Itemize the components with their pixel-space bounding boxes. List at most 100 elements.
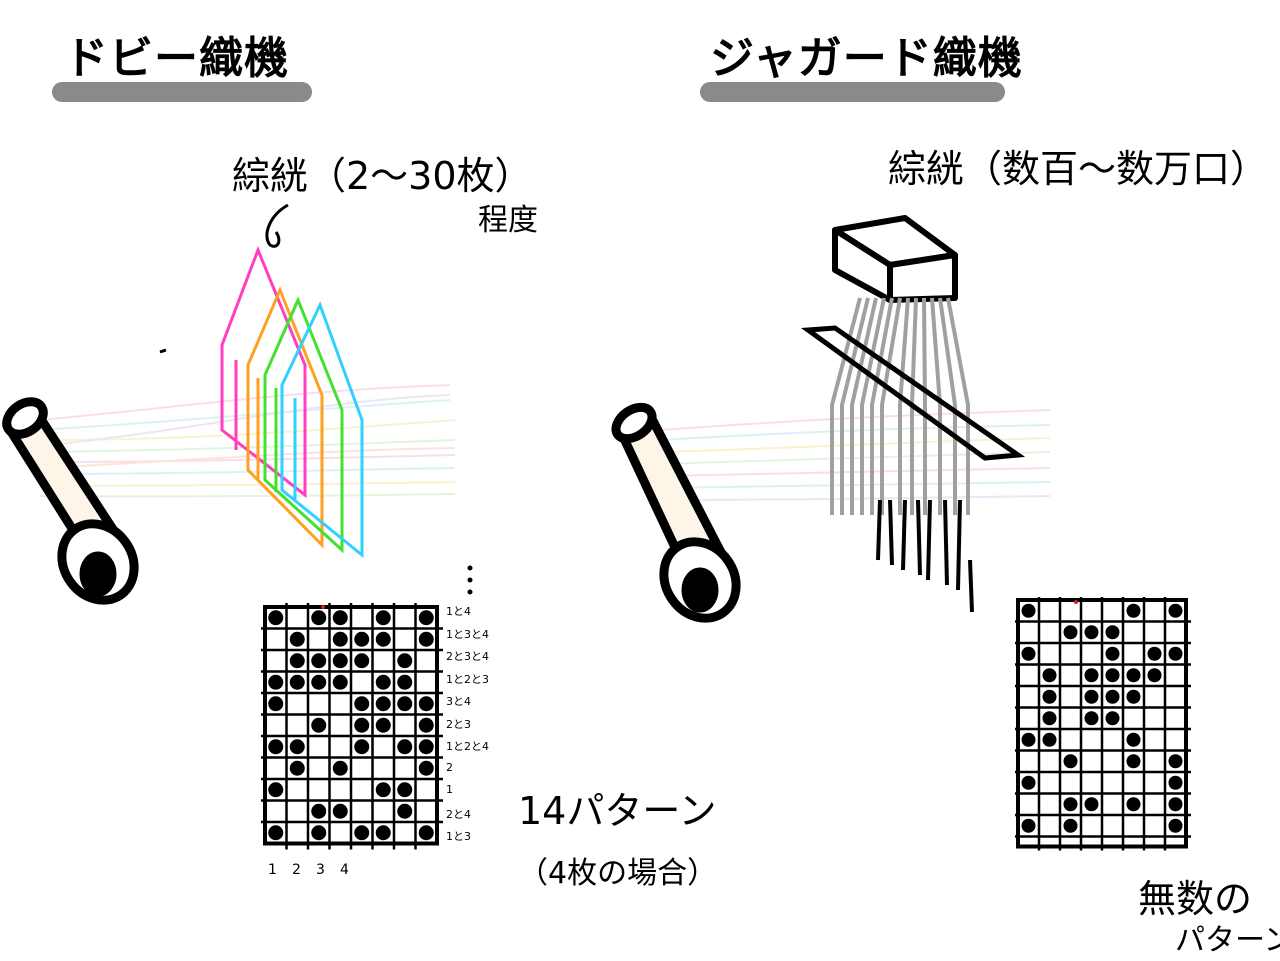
- harness-cord: [938, 297, 957, 515]
- jacquard-head: [832, 215, 958, 303]
- left-heddle-note: 程度: [478, 203, 538, 238]
- pattern-dot: [418, 717, 434, 733]
- harness-cord: [830, 297, 862, 515]
- jacquard-harness-cords: [830, 297, 974, 613]
- grid-row-label: 2と4: [446, 807, 471, 821]
- pattern-dot: [1105, 689, 1120, 704]
- pattern-dot: [311, 825, 327, 841]
- pattern-dot: [1084, 711, 1099, 726]
- pattern-dot: [1084, 668, 1099, 683]
- pattern-dot: [418, 696, 434, 712]
- pattern-dot: [289, 760, 305, 776]
- pattern-dot: [311, 674, 327, 690]
- harness-weight: [876, 499, 882, 561]
- red-mark: [1074, 600, 1078, 604]
- pattern-dot: [418, 739, 434, 755]
- pattern-dot: [1126, 603, 1141, 618]
- harness-cord: [946, 297, 970, 515]
- pattern-dot: [418, 760, 434, 776]
- pattern-dot: [1147, 646, 1162, 661]
- pattern-dot: [1168, 646, 1183, 661]
- pattern-dot: [1168, 754, 1183, 769]
- pattern-dot: [268, 825, 284, 841]
- pattern-dot: [1168, 775, 1183, 790]
- grid-row-label: 3と4: [446, 695, 471, 708]
- jacquard-comber-board: [800, 325, 1026, 461]
- grid-row-label: 1と3: [446, 830, 471, 843]
- pattern-dot: [1084, 625, 1099, 640]
- pattern-dot: [1126, 689, 1141, 704]
- grid-row-label: 2と3と4: [446, 650, 489, 663]
- pattern-dot: [1084, 689, 1099, 704]
- pattern-dot: [289, 653, 305, 669]
- harness-cord: [860, 297, 886, 515]
- pattern-dot: [1126, 754, 1141, 769]
- pattern-dot: [289, 674, 305, 690]
- pattern-dot: [289, 631, 305, 647]
- pattern-dot: [1105, 668, 1120, 683]
- pattern-dot: [332, 760, 348, 776]
- pattern-dot: [354, 739, 370, 755]
- pattern-dot: [1105, 711, 1120, 726]
- harness-weight: [926, 499, 932, 581]
- pattern-dot: [332, 610, 348, 626]
- left-title-underline: [52, 82, 312, 102]
- harness-cord: [840, 297, 870, 515]
- right-pattern-label-1: 無数の: [1138, 877, 1253, 921]
- pattern-dot: [1063, 754, 1078, 769]
- pattern-dot: [1021, 646, 1036, 661]
- red-mark: [321, 605, 325, 609]
- harness-cord: [850, 297, 878, 515]
- pattern-dot: [1021, 603, 1036, 618]
- harness-cord: [922, 297, 927, 515]
- pattern-dot: [1168, 797, 1183, 812]
- pattern-dot: [1063, 818, 1078, 833]
- grid-column-label: 3: [316, 862, 325, 878]
- pattern-dot: [1084, 797, 1099, 812]
- pattern-dot: [1042, 668, 1057, 683]
- harness-cord: [870, 297, 894, 515]
- harness-weight: [968, 559, 974, 613]
- grid-column-label: 4: [340, 862, 349, 878]
- pattern-dot: [332, 803, 348, 819]
- pattern-dot: [268, 674, 284, 690]
- pattern-dot: [397, 653, 413, 669]
- pattern-dot: [268, 610, 284, 626]
- pattern-dot: [1021, 732, 1036, 747]
- right-heddle-label: 綜絖（数百〜数万口）: [888, 147, 1269, 191]
- pattern-dot: [375, 610, 391, 626]
- pattern-dot: [1042, 689, 1057, 704]
- harness-weight: [901, 499, 907, 571]
- left-title: ドビー織機: [64, 33, 289, 84]
- harness-weight: [916, 499, 922, 576]
- pattern-dot: [397, 674, 413, 690]
- pattern-dot: [397, 782, 413, 798]
- pattern-dot: [1042, 711, 1057, 726]
- pattern-dot: [375, 717, 391, 733]
- pattern-dot: [418, 610, 434, 626]
- pattern-dot: [311, 717, 327, 733]
- pattern-dot: [268, 782, 284, 798]
- pattern-dot: [418, 825, 434, 841]
- pattern-dot: [397, 803, 413, 819]
- pattern-dot: [1126, 732, 1141, 747]
- harness-cord: [898, 297, 910, 515]
- pattern-dot: [354, 653, 370, 669]
- pattern-dot: [418, 631, 434, 647]
- right-title: ジャガード織機: [710, 33, 1023, 84]
- pattern-dot: [332, 631, 348, 647]
- pattern-dot: [354, 696, 370, 712]
- left-warp-beam: [2, 397, 139, 605]
- pattern-dot: [1042, 732, 1057, 747]
- right-pattern-label-2: パターン: [1175, 923, 1280, 958]
- harness-cord: [930, 297, 942, 515]
- left-pattern-count: 14パターン: [518, 789, 717, 833]
- left-heddle-label: 綜絖（2〜30枚）: [232, 154, 533, 198]
- pattern-dot: [354, 825, 370, 841]
- pattern-dot: [332, 674, 348, 690]
- pattern-dot: [375, 631, 391, 647]
- pattern-dot: [1021, 775, 1036, 790]
- left-heddle-frames: [220, 245, 364, 559]
- pattern-dot: [1168, 818, 1183, 833]
